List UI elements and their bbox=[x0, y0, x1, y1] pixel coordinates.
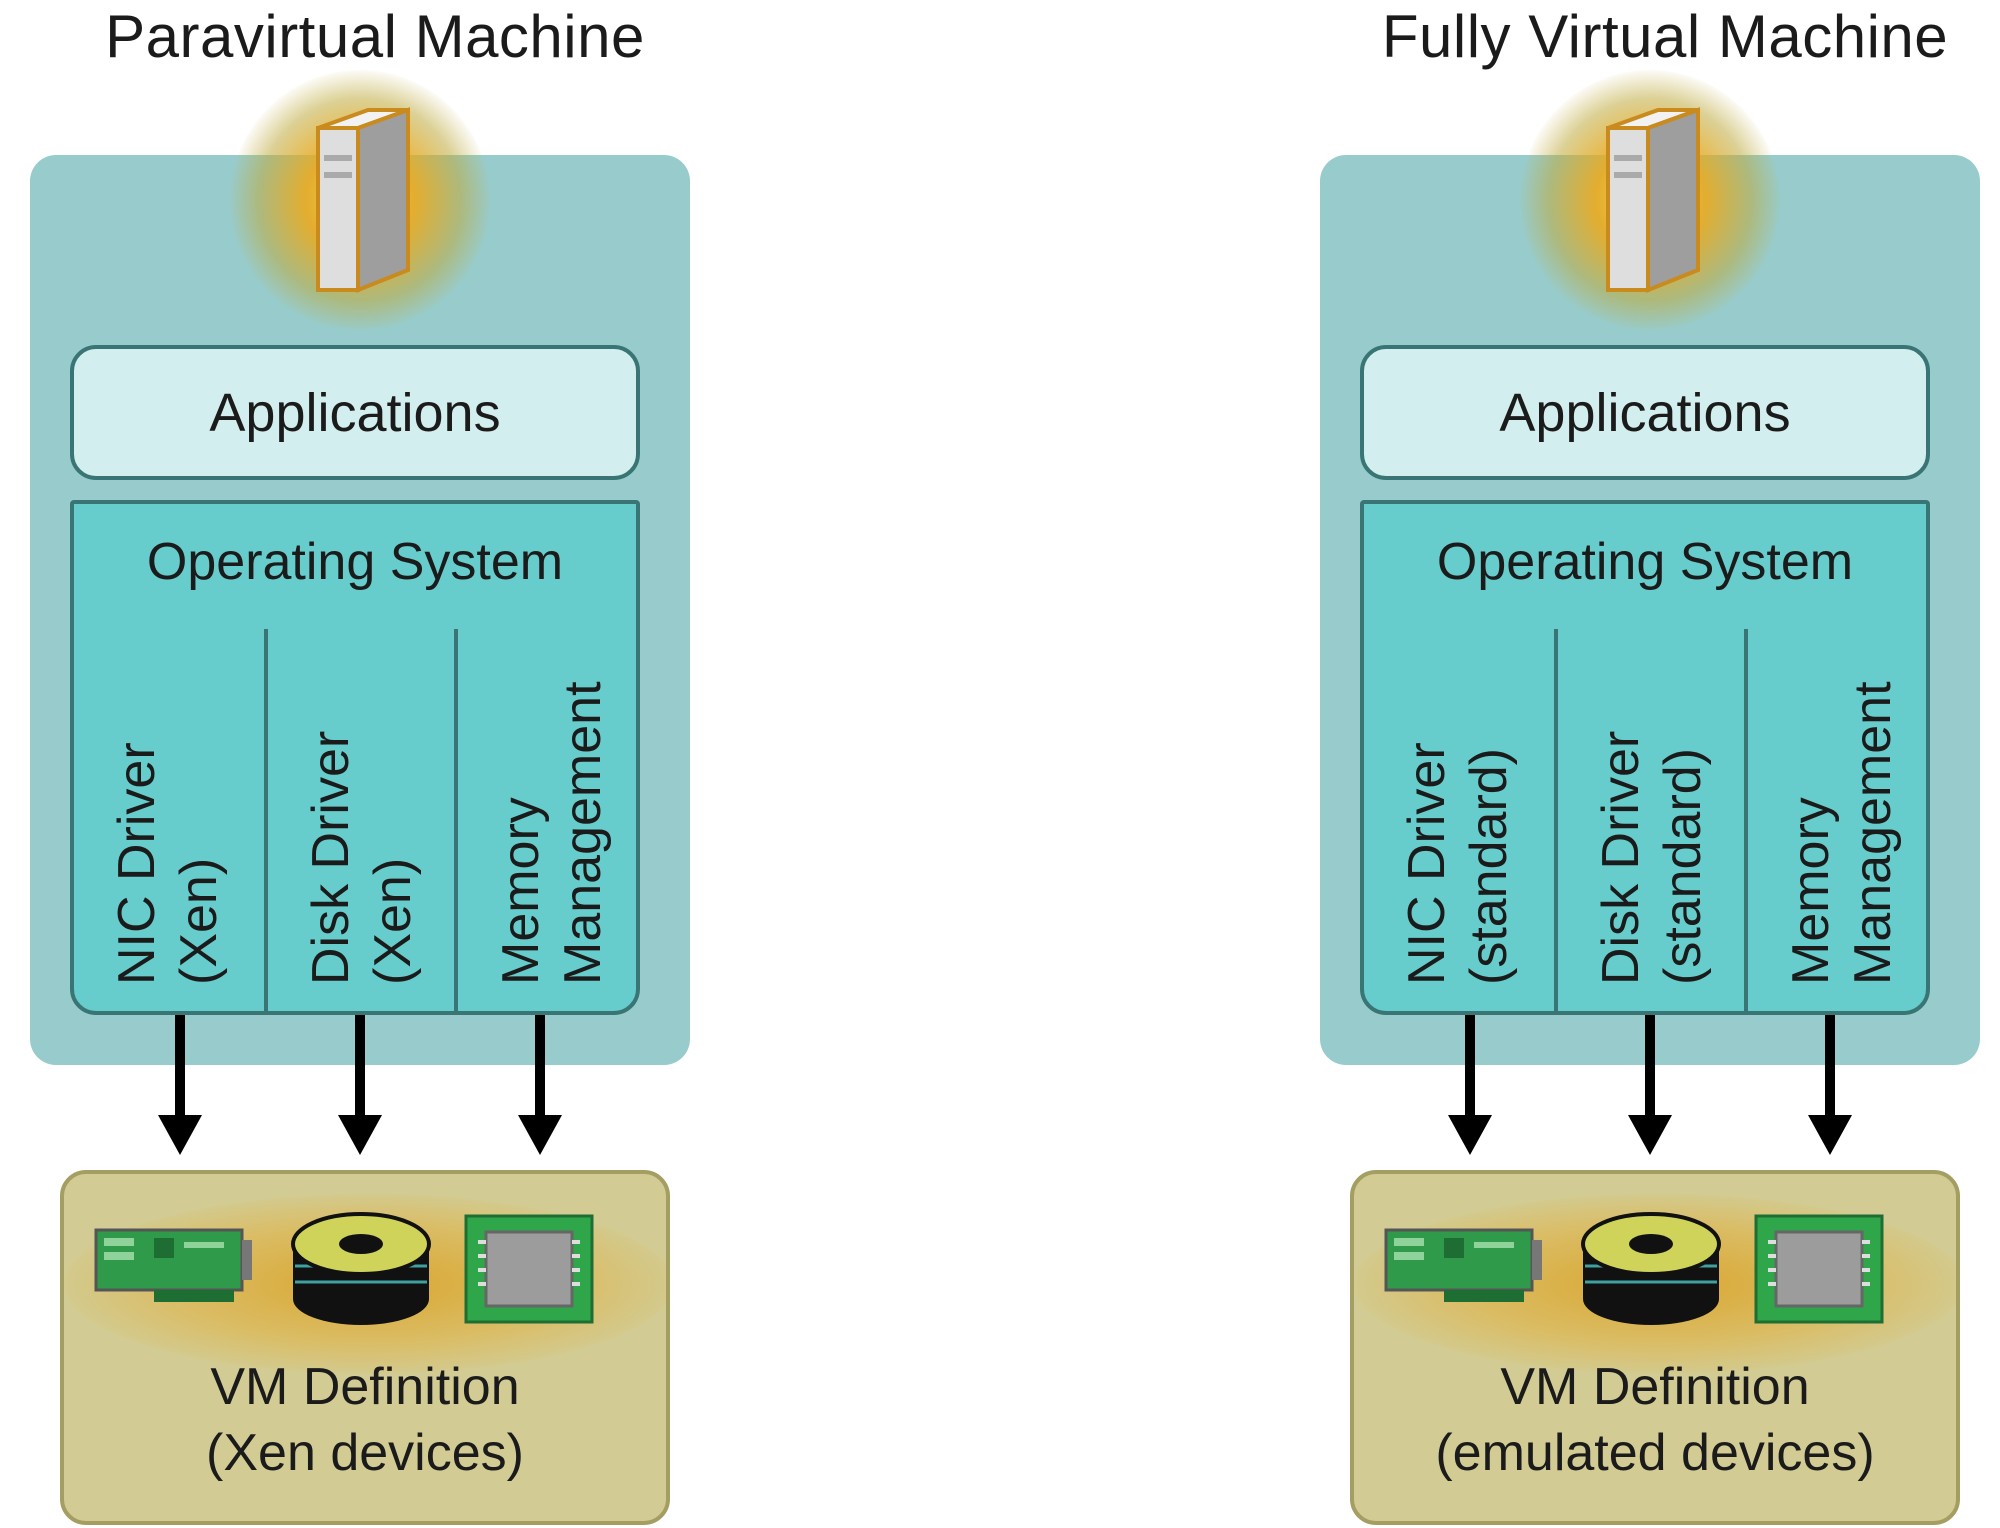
network-card-icon bbox=[1384, 1228, 1542, 1302]
memory-chip-icon bbox=[1754, 1214, 1884, 1324]
server-icon bbox=[316, 107, 410, 293]
column-label: Disk Driver bbox=[1592, 730, 1650, 985]
column-label: Memory bbox=[492, 797, 550, 985]
nic-driver-column: NIC Driver (Xen) bbox=[74, 629, 262, 1015]
definition-line: VM Definition bbox=[1500, 1358, 1810, 1416]
nic-driver-column: NIC Driver (standard) bbox=[1364, 629, 1552, 1015]
disk-icon bbox=[1581, 1212, 1721, 1325]
fully-virtual-machine: Fully Virtual Machine Applications Opera… bbox=[1305, 0, 2000, 1528]
column-label: Management bbox=[1844, 681, 1902, 985]
disk-driver-column: Disk Driver (Xen) bbox=[264, 629, 456, 1015]
disk-driver-column: Disk Driver (standard) bbox=[1554, 629, 1746, 1015]
memory-chip-icon bbox=[464, 1214, 594, 1324]
column-label: Memory bbox=[1782, 797, 1840, 985]
definition-label: VM Definition (Xen devices) bbox=[64, 1354, 666, 1486]
network-card-icon bbox=[94, 1228, 252, 1302]
applications-layer: Applications bbox=[1360, 345, 1930, 480]
column-label: (standard) bbox=[1654, 748, 1712, 985]
arrow-down-icon bbox=[1448, 1015, 1492, 1155]
server-icon bbox=[1606, 107, 1700, 293]
vm-definition: VM Definition (emulated devices) bbox=[1350, 1170, 1960, 1525]
column-label: (Xen) bbox=[170, 857, 228, 985]
memory-management-column: Memory Management bbox=[1744, 629, 1936, 1015]
machine-title: Fully Virtual Machine bbox=[1381, 3, 1949, 70]
machine-title: Paravirtual Machine bbox=[105, 3, 645, 70]
operating-system-layer: Operating System NIC Driver (Xen) Disk D… bbox=[70, 500, 640, 1015]
definition-line: (Xen devices) bbox=[206, 1424, 524, 1482]
os-title: Operating System bbox=[1436, 533, 1854, 591]
disk-icon bbox=[291, 1212, 431, 1325]
column-label: Management bbox=[554, 681, 612, 985]
arrow-down-icon bbox=[1808, 1015, 1852, 1155]
operating-system-layer: Operating System NIC Driver (standard) D… bbox=[1360, 500, 1930, 1015]
os-title: Operating System bbox=[146, 533, 564, 591]
applications-layer: Applications bbox=[70, 345, 640, 480]
arrow-down-icon bbox=[1628, 1015, 1672, 1155]
column-label: NIC Driver bbox=[108, 742, 166, 985]
arrow-down-icon bbox=[338, 1015, 382, 1155]
vm-definition: VM Definition (Xen devices) bbox=[60, 1170, 670, 1525]
arrow-down-icon bbox=[158, 1015, 202, 1155]
definition-line: (emulated devices) bbox=[1435, 1424, 1875, 1482]
column-label: NIC Driver bbox=[1398, 742, 1456, 985]
memory-management-column: Memory Management bbox=[454, 629, 646, 1015]
column-label: (standard) bbox=[1460, 748, 1518, 985]
arrow-down-icon bbox=[518, 1015, 562, 1155]
definition-label: VM Definition (emulated devices) bbox=[1354, 1354, 1956, 1486]
column-label: Disk Driver bbox=[302, 730, 360, 985]
definition-line: VM Definition bbox=[210, 1358, 520, 1416]
column-label: (Xen) bbox=[364, 857, 422, 985]
paravirtual-machine: Paravirtual Machine Applications Operati… bbox=[15, 0, 735, 1528]
